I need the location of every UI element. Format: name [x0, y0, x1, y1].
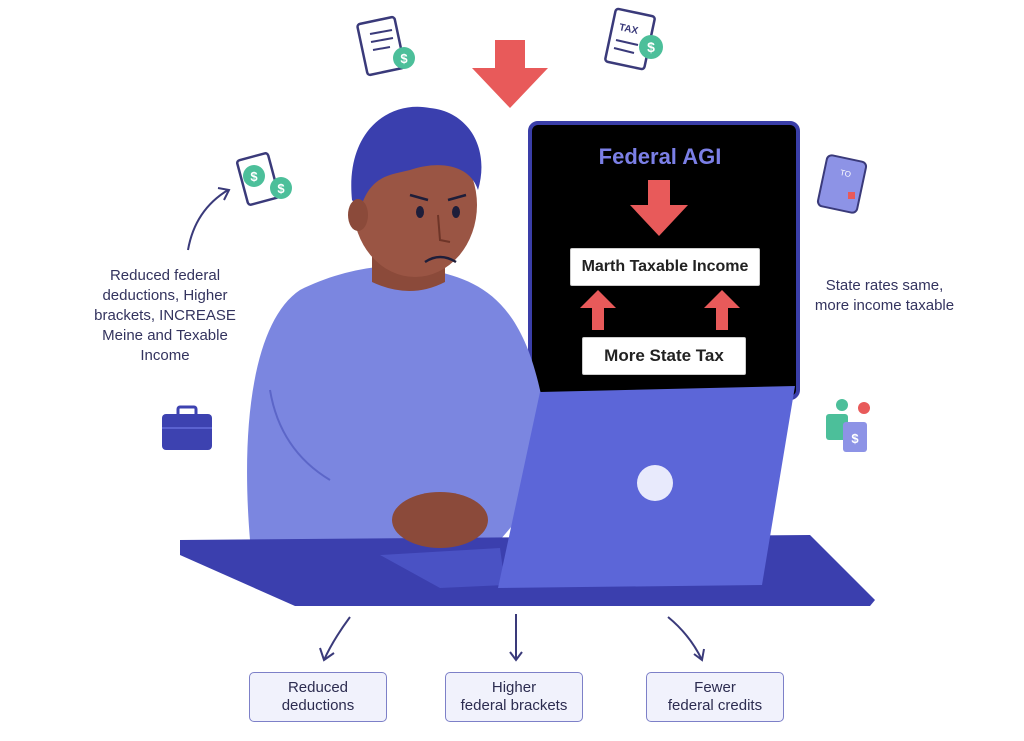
box-line: federal credits [667, 697, 763, 714]
box-line: federal brackets [460, 697, 568, 714]
screen-up-arrow-icon [580, 290, 616, 330]
people-money-icon: $ [826, 399, 870, 452]
tax-document-icon: TAX $ [604, 7, 663, 71]
box-line: Fewer [694, 679, 736, 696]
down-arrow-icon [472, 40, 548, 108]
curved-arrow [187, 189, 229, 251]
screen-middle-box: Marth Taxable Income [570, 248, 760, 286]
svg-text:$: $ [400, 51, 408, 66]
box-line: deductions [281, 697, 355, 714]
svg-text:TAX: TAX [618, 22, 639, 37]
svg-text:$: $ [277, 181, 285, 196]
svg-text:$: $ [851, 431, 859, 446]
person-hair [351, 106, 482, 210]
right-note: State rates same, more income taxable [814, 277, 955, 314]
briefcase-icon [162, 405, 212, 450]
box-line: Higher [491, 679, 537, 696]
svg-text:$: $ [647, 39, 655, 55]
screen-down-arrow-icon [630, 180, 688, 236]
svg-text:$: $ [250, 169, 258, 184]
left-note: Reduced federal deductions, Higher brack… [94, 267, 236, 364]
person-hand [392, 492, 488, 548]
screen-bottom-box: More State Tax [582, 337, 746, 375]
screen-title: Federal AGI [598, 144, 722, 169]
calculator-icon: TO [816, 154, 868, 214]
invoice-document-icon: $ [356, 15, 415, 77]
laptop-logo [637, 465, 673, 501]
box-line: Reduced [287, 679, 349, 696]
person-body [247, 266, 560, 540]
screen-up-arrow-icon [704, 290, 740, 330]
svg-text:TO: TO [839, 168, 852, 179]
receipt-money-icon: $ $ [236, 152, 292, 206]
laptop-base [380, 548, 505, 588]
